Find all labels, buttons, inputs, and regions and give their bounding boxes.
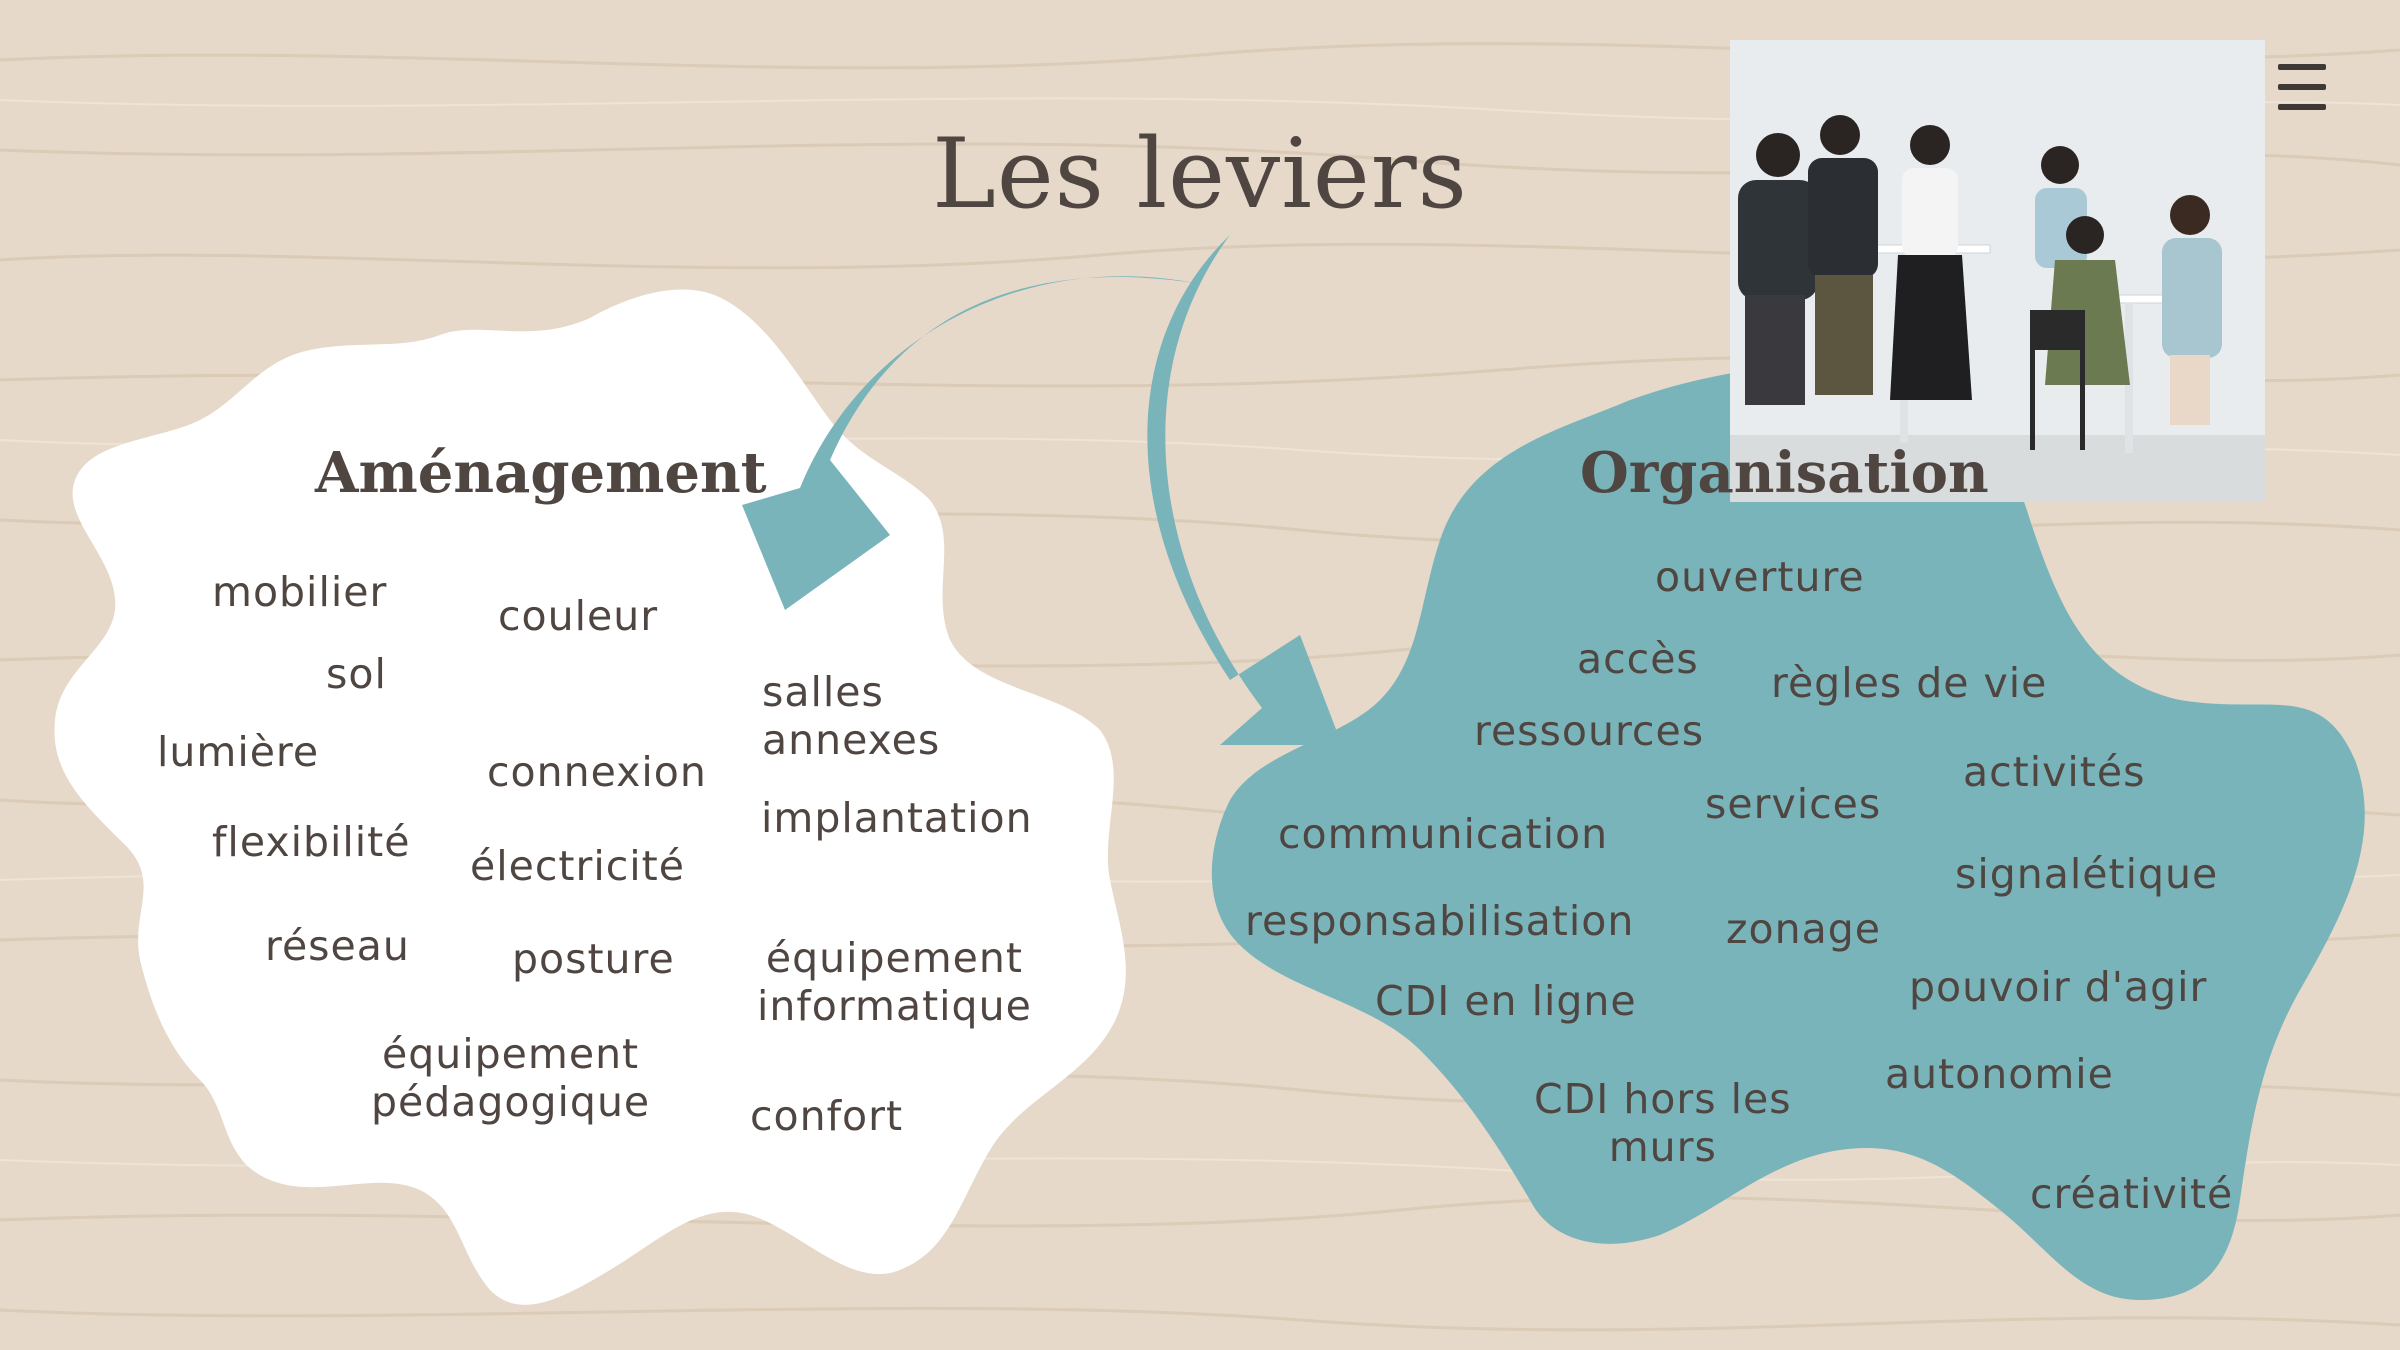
word-confort: confort <box>750 1092 904 1140</box>
word-salles-annexes: salles annexes <box>762 668 941 764</box>
word-cdi-en-ligne: CDI en ligne <box>1375 977 1637 1025</box>
page-title: Les leviers <box>932 118 1468 230</box>
organisation-blob <box>1211 356 2365 1300</box>
word-zonage: zonage <box>1726 905 1881 953</box>
word-posture: posture <box>512 935 675 983</box>
menu-bar-1 <box>2278 64 2326 70</box>
word-creativite: créativité <box>2030 1170 2234 1218</box>
word-responsabilisation: responsabilisation <box>1245 897 1635 945</box>
word-couleur: couleur <box>498 592 659 640</box>
word-ressources: ressources <box>1474 707 1705 755</box>
word-pouvoir-dagir: pouvoir d'agir <box>1909 963 2208 1011</box>
word-services: services <box>1705 780 1882 828</box>
arrow-to-organisation <box>1147 235 1342 745</box>
word-acces: accès <box>1577 635 1699 683</box>
word-equipement-pedagogique: équipement pédagogique <box>371 1030 651 1126</box>
word-flexibilite: flexibilité <box>212 818 411 866</box>
arrow-to-amenagement <box>742 276 1195 610</box>
word-cdi-hors-les-murs: CDI hors les murs <box>1534 1075 1792 1171</box>
word-equipement-informatique: équipement informatique <box>757 934 1032 1030</box>
word-mobilier: mobilier <box>212 568 388 616</box>
hamburger-menu-icon[interactable] <box>2272 60 2332 116</box>
word-lumiere: lumière <box>157 728 320 776</box>
word-reseau: réseau <box>265 922 410 970</box>
word-autonomie: autonomie <box>1885 1050 2114 1098</box>
word-communication: communication <box>1278 810 1609 858</box>
word-signaletique: signalétique <box>1955 850 2219 898</box>
word-connexion: connexion <box>487 748 707 796</box>
word-implantation: implantation <box>761 794 1033 842</box>
word-sol: sol <box>326 650 387 698</box>
group-of-students-photo <box>1730 40 2265 502</box>
word-ouverture: ouverture <box>1655 553 1865 601</box>
organisation-heading: Organisation <box>1580 440 1989 506</box>
amenagement-heading: Aménagement <box>315 440 767 506</box>
menu-bar-3 <box>2278 104 2326 110</box>
word-activites: activités <box>1963 748 2146 796</box>
word-electricite: électricité <box>470 842 685 890</box>
menu-bar-2 <box>2278 84 2326 90</box>
word-regles-de-vie: règles de vie <box>1771 659 2048 707</box>
